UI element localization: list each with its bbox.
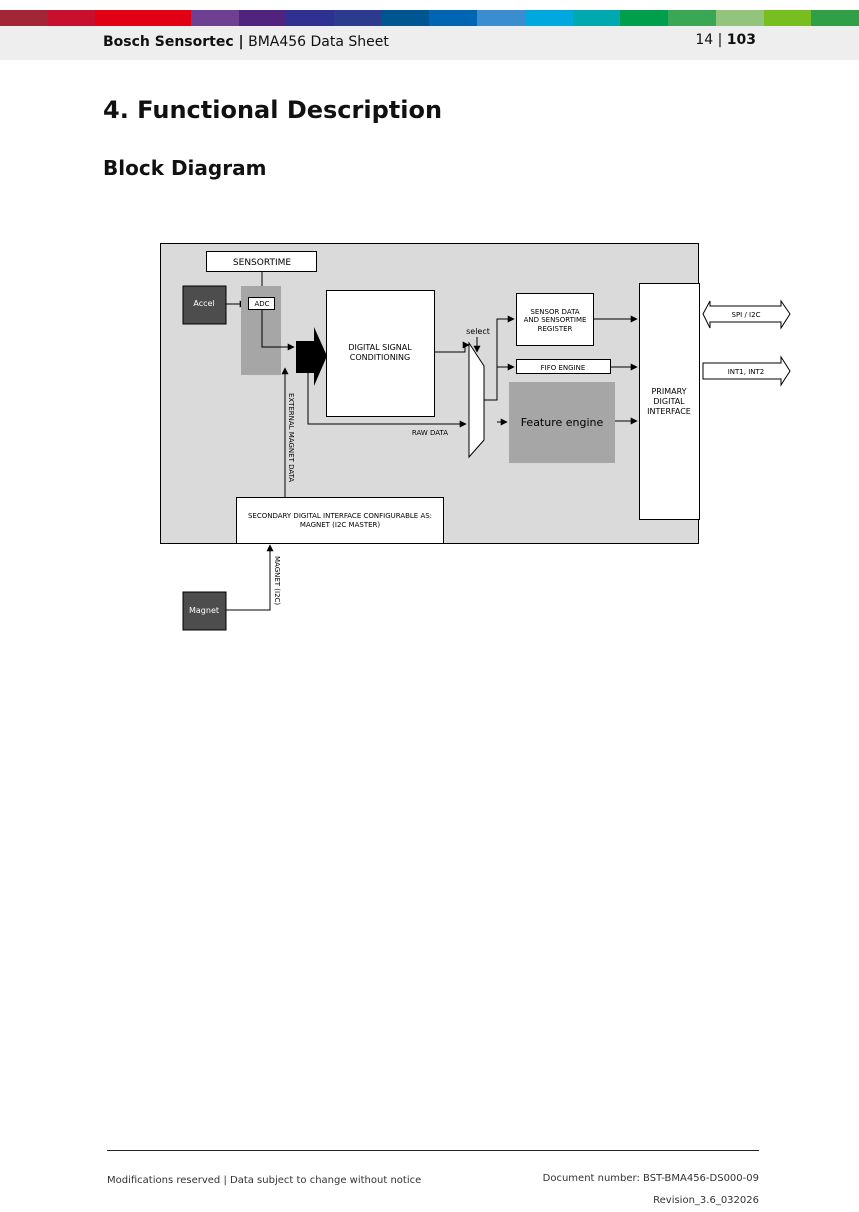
block-diagram: SENSORTIME Accel ADC DIGITAL SIGNAL COND… [160,243,791,631]
spi-i2c-bus [702,299,791,330]
multiplexer-arrow [296,327,327,386]
brand-color-segment [429,10,478,26]
footer-notice: Modifications reserved | Data subject to… [107,1175,422,1186]
fifo-label: FIFO ENGINE [541,364,586,372]
section-subtitle: Block Diagram [103,156,267,180]
feature-engine [509,382,615,463]
section-title: 4. Functional Description [103,96,443,124]
secondary-label-2: MAGNET (I2C MASTER) [300,521,380,529]
int-label: INT1, INT2 [728,368,765,376]
brand-color-segment [95,10,144,26]
sensor-data-label-1: SENSOR DATA [530,308,579,316]
feature-label: Feature engine [521,416,604,429]
select-mux [468,341,485,459]
brand-color-segment [0,10,48,26]
primary-label-3: INTERFACE [647,407,691,416]
sensor-data-label-2: AND SENSORTIME [524,316,587,324]
accel-label: Accel [193,299,214,308]
page-current: 14 [695,32,714,48]
magnet-i2c-label: MAGNET (I2C) [273,556,281,605]
int-pins [702,355,791,387]
footer-doc-info: Document number: BST-BMA456-DS000-09 Rev… [543,1168,759,1212]
brand-color-bar [0,10,859,26]
brand-color-segment [763,10,812,26]
footer-doc-number: Document number: BST-BMA456-DS000-09 [542,1173,759,1184]
adc-box [248,297,275,310]
brand-color-segment [572,10,621,26]
fifo-engine [516,359,611,374]
primary-label-1: PRIMARY [651,387,686,396]
brand-color-segment [524,10,573,26]
header-doc-name: BMA456 Data Sheet [248,34,389,50]
brand-color-segment [477,10,525,26]
sensortime-box [206,251,317,272]
header-brand: Bosch Sensortec | [103,34,244,50]
ext-magnet-label: EXTERNAL MAGNET DATA [287,393,295,482]
brand-color-segment [715,10,764,26]
page-header: Bosch Sensortec | BMA456 Data Sheet 14 |… [0,26,859,60]
brand-color-segment [286,10,335,26]
sensor-data-register [516,293,594,346]
brand-color-segment [811,10,859,26]
secondary-interface [236,497,444,544]
magnet-block [182,591,227,631]
brand-color-segment [620,10,669,26]
raw-data-label: RAW DATA [412,429,448,437]
magnet-label: Magnet [189,606,219,615]
select-label: select [466,327,490,336]
brand-color-segment [668,10,716,26]
footer-divider [107,1150,759,1151]
brand-color-segment [47,10,96,26]
dsc-label-2: CONDITIONING [350,353,410,362]
adc-label: ADC [254,300,269,308]
brand-color-segment [190,10,239,26]
footer-revision: Revision_3.6_032026 [653,1195,759,1206]
accel-block [182,285,227,325]
page-number: 14 | 103 [695,32,756,48]
dsc-box [326,290,435,417]
page-total: 103 [726,32,756,48]
page-separator: | [717,32,723,48]
brand-color-segment [381,10,430,26]
header-title: Bosch Sensortec | BMA456 Data Sheet [103,34,389,50]
brand-color-segment [143,10,191,26]
primary-interface [639,283,700,520]
secondary-label-1: SECONDARY DIGITAL INTERFACE CONFIGURABLE… [248,512,432,520]
sensor-data-label-3: REGISTER [538,325,573,333]
spi-i2c-label: SPI / I2C [732,311,761,319]
primary-label-2: DIGITAL [653,397,685,406]
brand-color-segment [238,10,287,26]
sensortime-label: SENSORTIME [233,258,291,268]
dsc-label-1: DIGITAL SIGNAL [348,343,412,352]
brand-color-segment [334,10,382,26]
